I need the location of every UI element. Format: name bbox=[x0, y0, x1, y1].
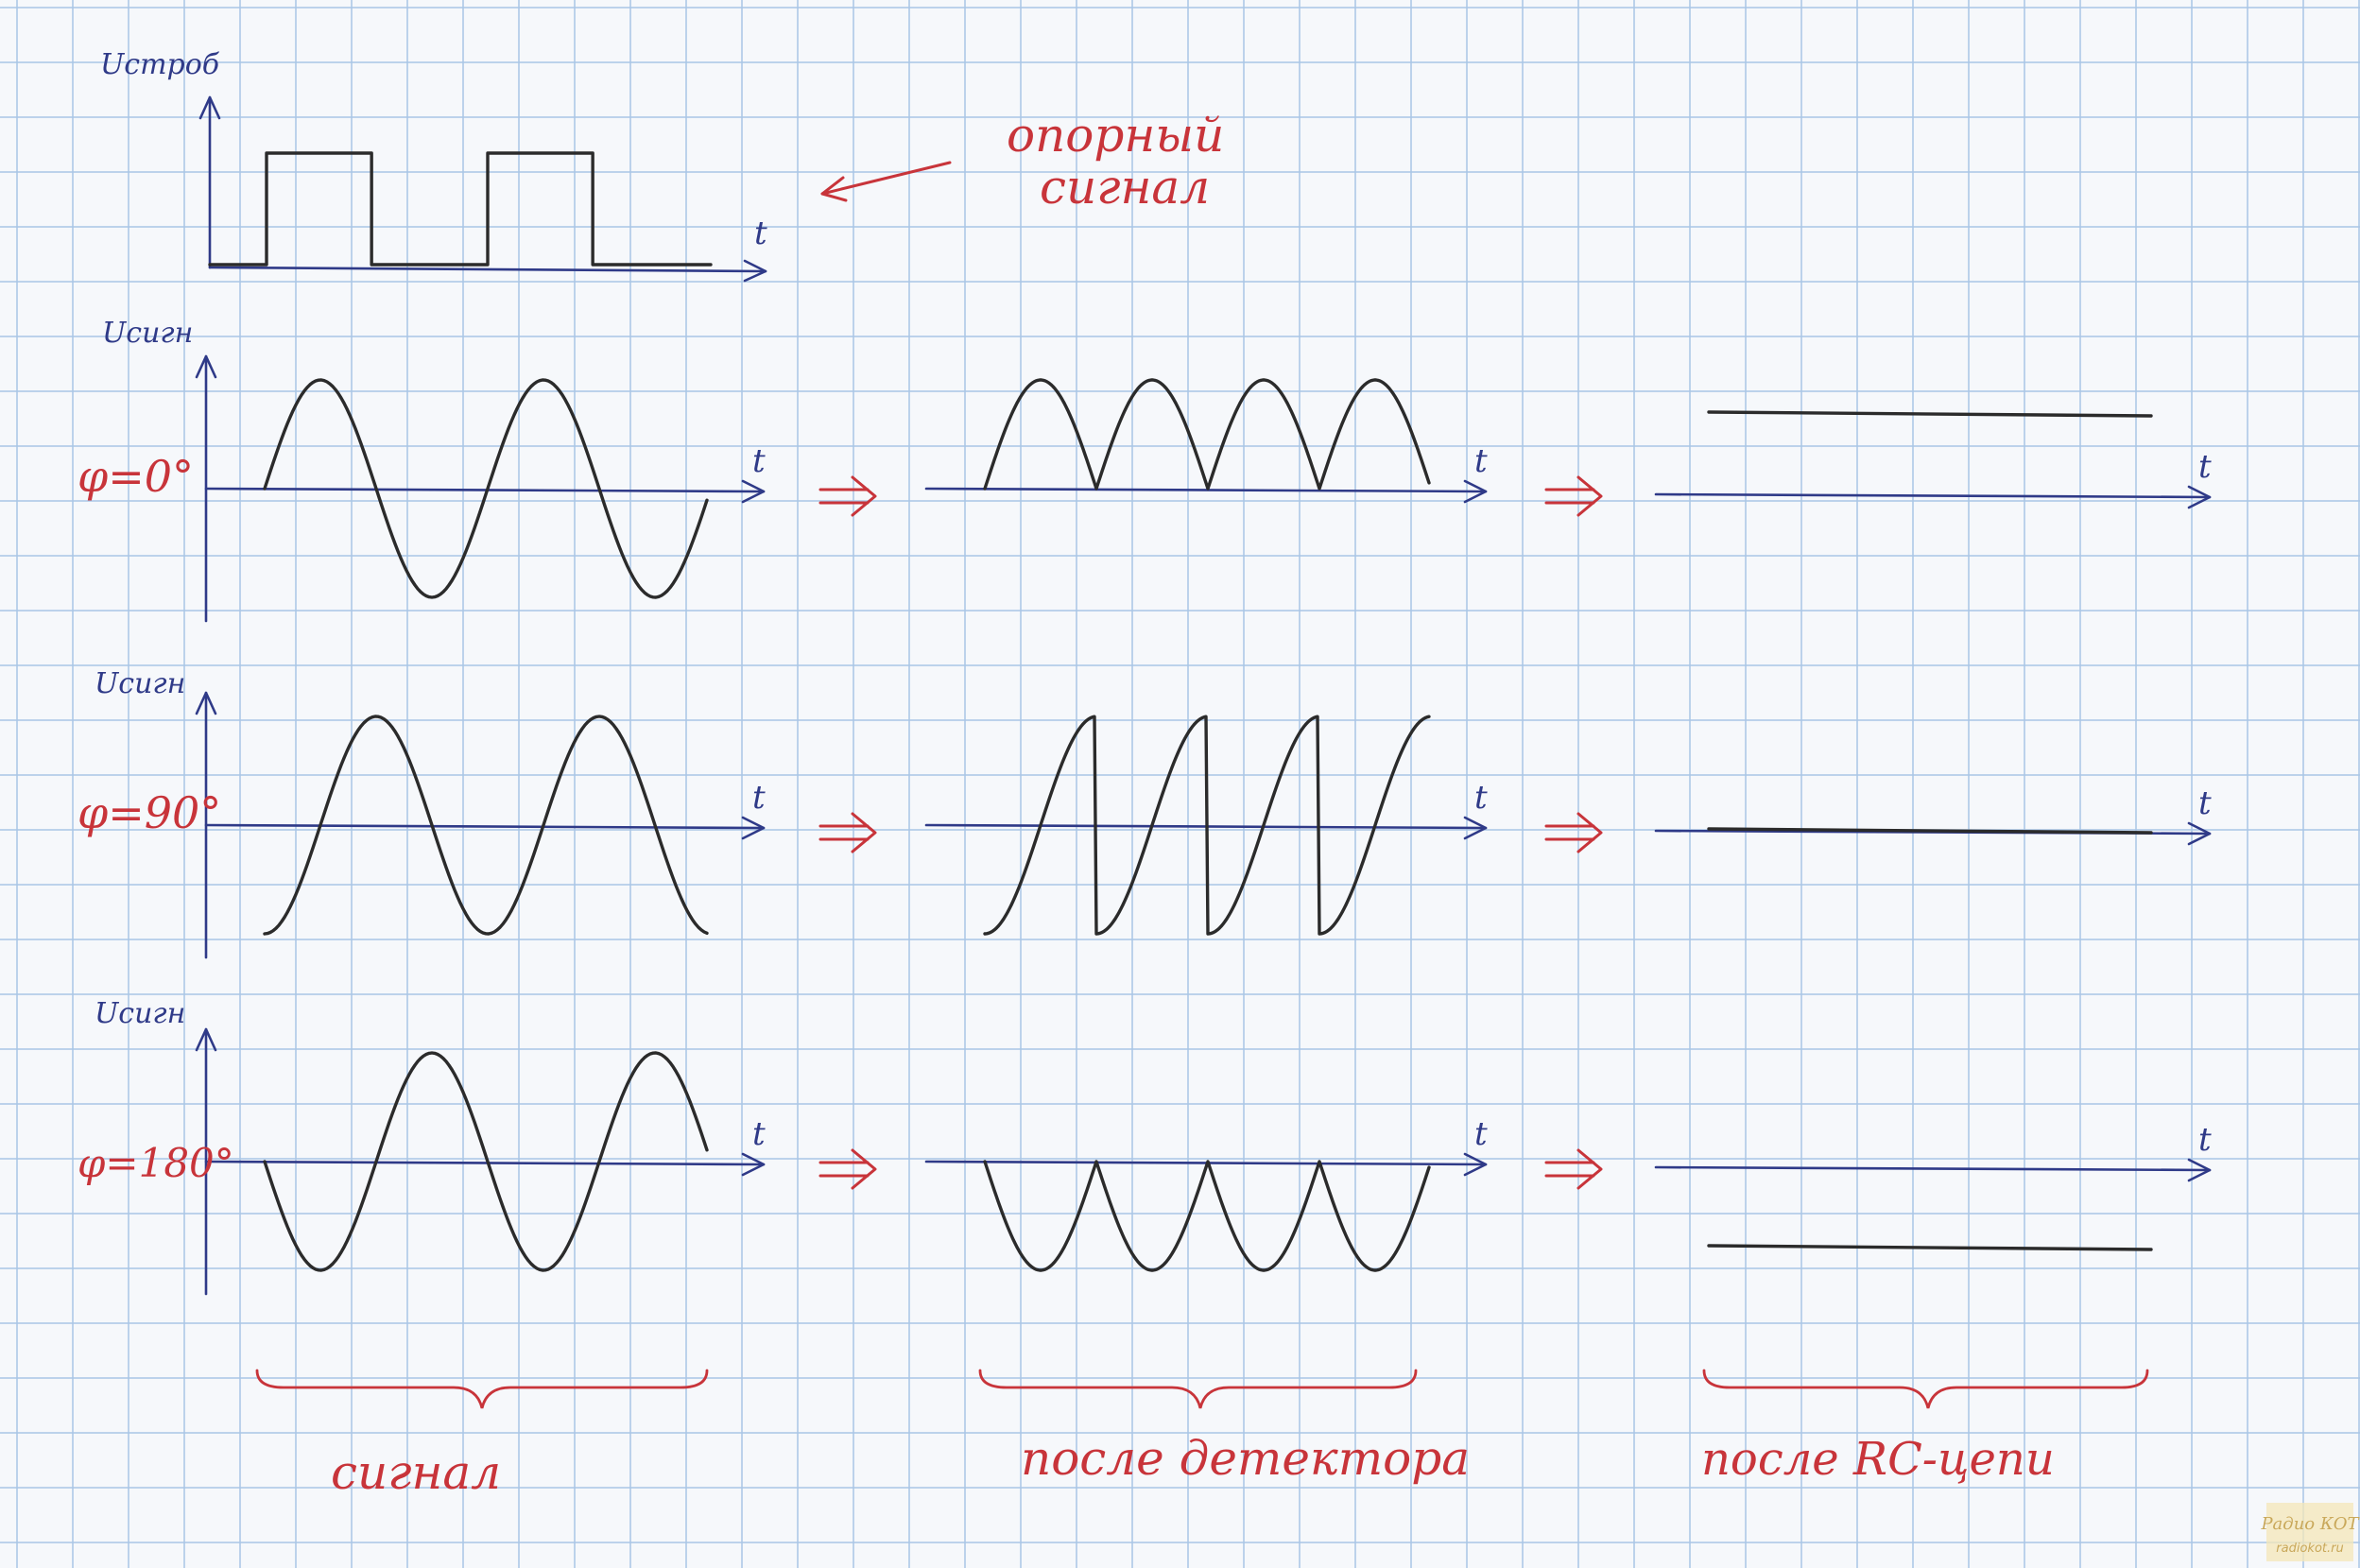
input-sine-wave-0 bbox=[263, 378, 709, 599]
signal-180-y-arrow-icon bbox=[195, 1027, 217, 1052]
reference-annotation: опорный сигнал bbox=[820, 108, 1224, 215]
reference-square-wave bbox=[208, 151, 713, 267]
reference-pointer-arrow bbox=[820, 161, 952, 196]
signal-180-x-arrow-icon bbox=[741, 1152, 766, 1177]
phase-label-180: φ=180° bbox=[78, 1140, 234, 1186]
brace-signal bbox=[255, 1369, 709, 1409]
detector-0-x-axis bbox=[924, 487, 1488, 493]
signal-180-t-label: t bbox=[752, 1115, 766, 1153]
signal-plot-90: t bbox=[195, 691, 766, 959]
signal-180-x-axis bbox=[204, 1160, 766, 1166]
reference-pointer-arrowhead-icon bbox=[820, 176, 848, 202]
detector-plot-0: t bbox=[924, 378, 1488, 504]
signal-axis-label-row3: Uсигн bbox=[95, 997, 185, 1030]
reference-label-line1: опорный bbox=[1007, 108, 1224, 163]
caption-detector: после детектора bbox=[1021, 1431, 1470, 1486]
watermark-logo-text: Радио КОТ bbox=[2260, 1514, 2360, 1534]
strobe-y-arrow-icon bbox=[198, 95, 221, 120]
signal-0-y-arrow-icon bbox=[195, 354, 217, 379]
implies-arrow-detector-90 bbox=[818, 824, 870, 841]
detected-wave-180 bbox=[983, 1160, 1431, 1272]
strobe-axis-label: Uстроб bbox=[100, 48, 220, 81]
signal-axis-label-row1: Uсигн bbox=[102, 317, 193, 350]
signal-plot-180: t bbox=[195, 1027, 766, 1296]
rc-90-t-label: t bbox=[2198, 784, 2212, 822]
rc-0-x-axis bbox=[1654, 492, 2212, 499]
rc-0-t-label: t bbox=[2198, 448, 2212, 486]
caption-rc: после RC-цепи bbox=[1701, 1433, 2055, 1486]
implies-arrow-rc-90-head-icon bbox=[1576, 812, 1603, 853]
implies-arrow-detector-0 bbox=[818, 488, 870, 505]
phase-label-90: φ=90° bbox=[78, 787, 221, 838]
detector-0-t-label: t bbox=[1474, 442, 1488, 480]
detector-0-x-arrow-icon bbox=[1463, 479, 1488, 504]
detector-plot-180: t bbox=[924, 1115, 1488, 1272]
implies-arrow-detector-180-head-icon bbox=[851, 1148, 877, 1190]
signal-0-x-axis bbox=[204, 487, 766, 493]
input-sine-wave-180 bbox=[263, 1051, 709, 1272]
watermark-url: radiokot.ru bbox=[2276, 1542, 2343, 1556]
detector-90-x-arrow-icon bbox=[1463, 816, 1488, 840]
signal-90-x-arrow-icon bbox=[741, 816, 766, 840]
rc-plot-90: t bbox=[1654, 784, 2212, 846]
implies-arrow-rc-0-head-icon bbox=[1576, 475, 1603, 517]
rc-dc-level-180 bbox=[1707, 1244, 2153, 1251]
implies-arrow-detector-180 bbox=[818, 1161, 870, 1178]
signal-0-t-label: t bbox=[752, 442, 766, 480]
radiokot-watermark: Радио КОТ radiokot.ru bbox=[2260, 1503, 2360, 1561]
rc-180-t-label: t bbox=[2198, 1121, 2212, 1159]
rc-0-x-arrow-icon bbox=[2187, 485, 2212, 509]
column-braces bbox=[255, 1369, 2149, 1409]
rc-dc-level-90 bbox=[1707, 827, 2153, 835]
phase-label-0: φ=0° bbox=[78, 451, 194, 502]
signal-axis-label-row2: Uсигн bbox=[95, 667, 185, 700]
rc-180-x-axis bbox=[1654, 1165, 2212, 1172]
rc-180-x-arrow-icon bbox=[2187, 1158, 2212, 1182]
detector-90-t-label: t bbox=[1474, 779, 1488, 817]
rc-90-x-arrow-icon bbox=[2187, 821, 2212, 846]
signal-0-x-arrow-icon bbox=[741, 479, 766, 504]
detected-wave-90 bbox=[983, 715, 1431, 936]
detector-180-t-label: t bbox=[1474, 1115, 1488, 1153]
caption-signal: сигнал bbox=[331, 1445, 501, 1500]
detected-wave-0 bbox=[983, 378, 1431, 491]
implies-arrow-detector-0-head-icon bbox=[851, 475, 877, 517]
signal-90-x-axis bbox=[204, 823, 766, 830]
reference-strobe-plot: Uстроб t bbox=[100, 48, 767, 283]
signal-plot-0: t bbox=[195, 354, 766, 623]
reference-label-line2: сигнал bbox=[1040, 160, 1210, 215]
watermark-background bbox=[2266, 1503, 2353, 1561]
strobe-x-axis bbox=[208, 266, 767, 273]
brace-rc bbox=[1702, 1369, 2149, 1409]
implies-arrow-rc-90 bbox=[1544, 824, 1595, 841]
implies-arrow-detector-90-head-icon bbox=[851, 812, 877, 853]
signal-90-t-label: t bbox=[752, 779, 766, 817]
detector-180-x-arrow-icon bbox=[1463, 1152, 1488, 1177]
detector-plot-90: t bbox=[924, 715, 1488, 936]
rc-dc-level-0 bbox=[1707, 410, 2153, 418]
rc-plot-0: t bbox=[1654, 410, 2212, 509]
implies-arrow-rc-0 bbox=[1544, 488, 1595, 505]
strobe-t-label: t bbox=[754, 215, 767, 252]
signal-90-y-arrow-icon bbox=[195, 691, 217, 715]
input-sine-wave-90 bbox=[263, 715, 709, 936]
implies-arrow-rc-180 bbox=[1544, 1161, 1595, 1178]
brace-detector bbox=[978, 1369, 1418, 1409]
strobe-x-arrow-icon bbox=[743, 259, 767, 283]
rc-plot-180: t bbox=[1654, 1121, 2212, 1251]
phase-rows: t t t t t t t t t bbox=[195, 354, 2212, 1296]
implies-arrow-rc-180-head-icon bbox=[1576, 1148, 1603, 1190]
